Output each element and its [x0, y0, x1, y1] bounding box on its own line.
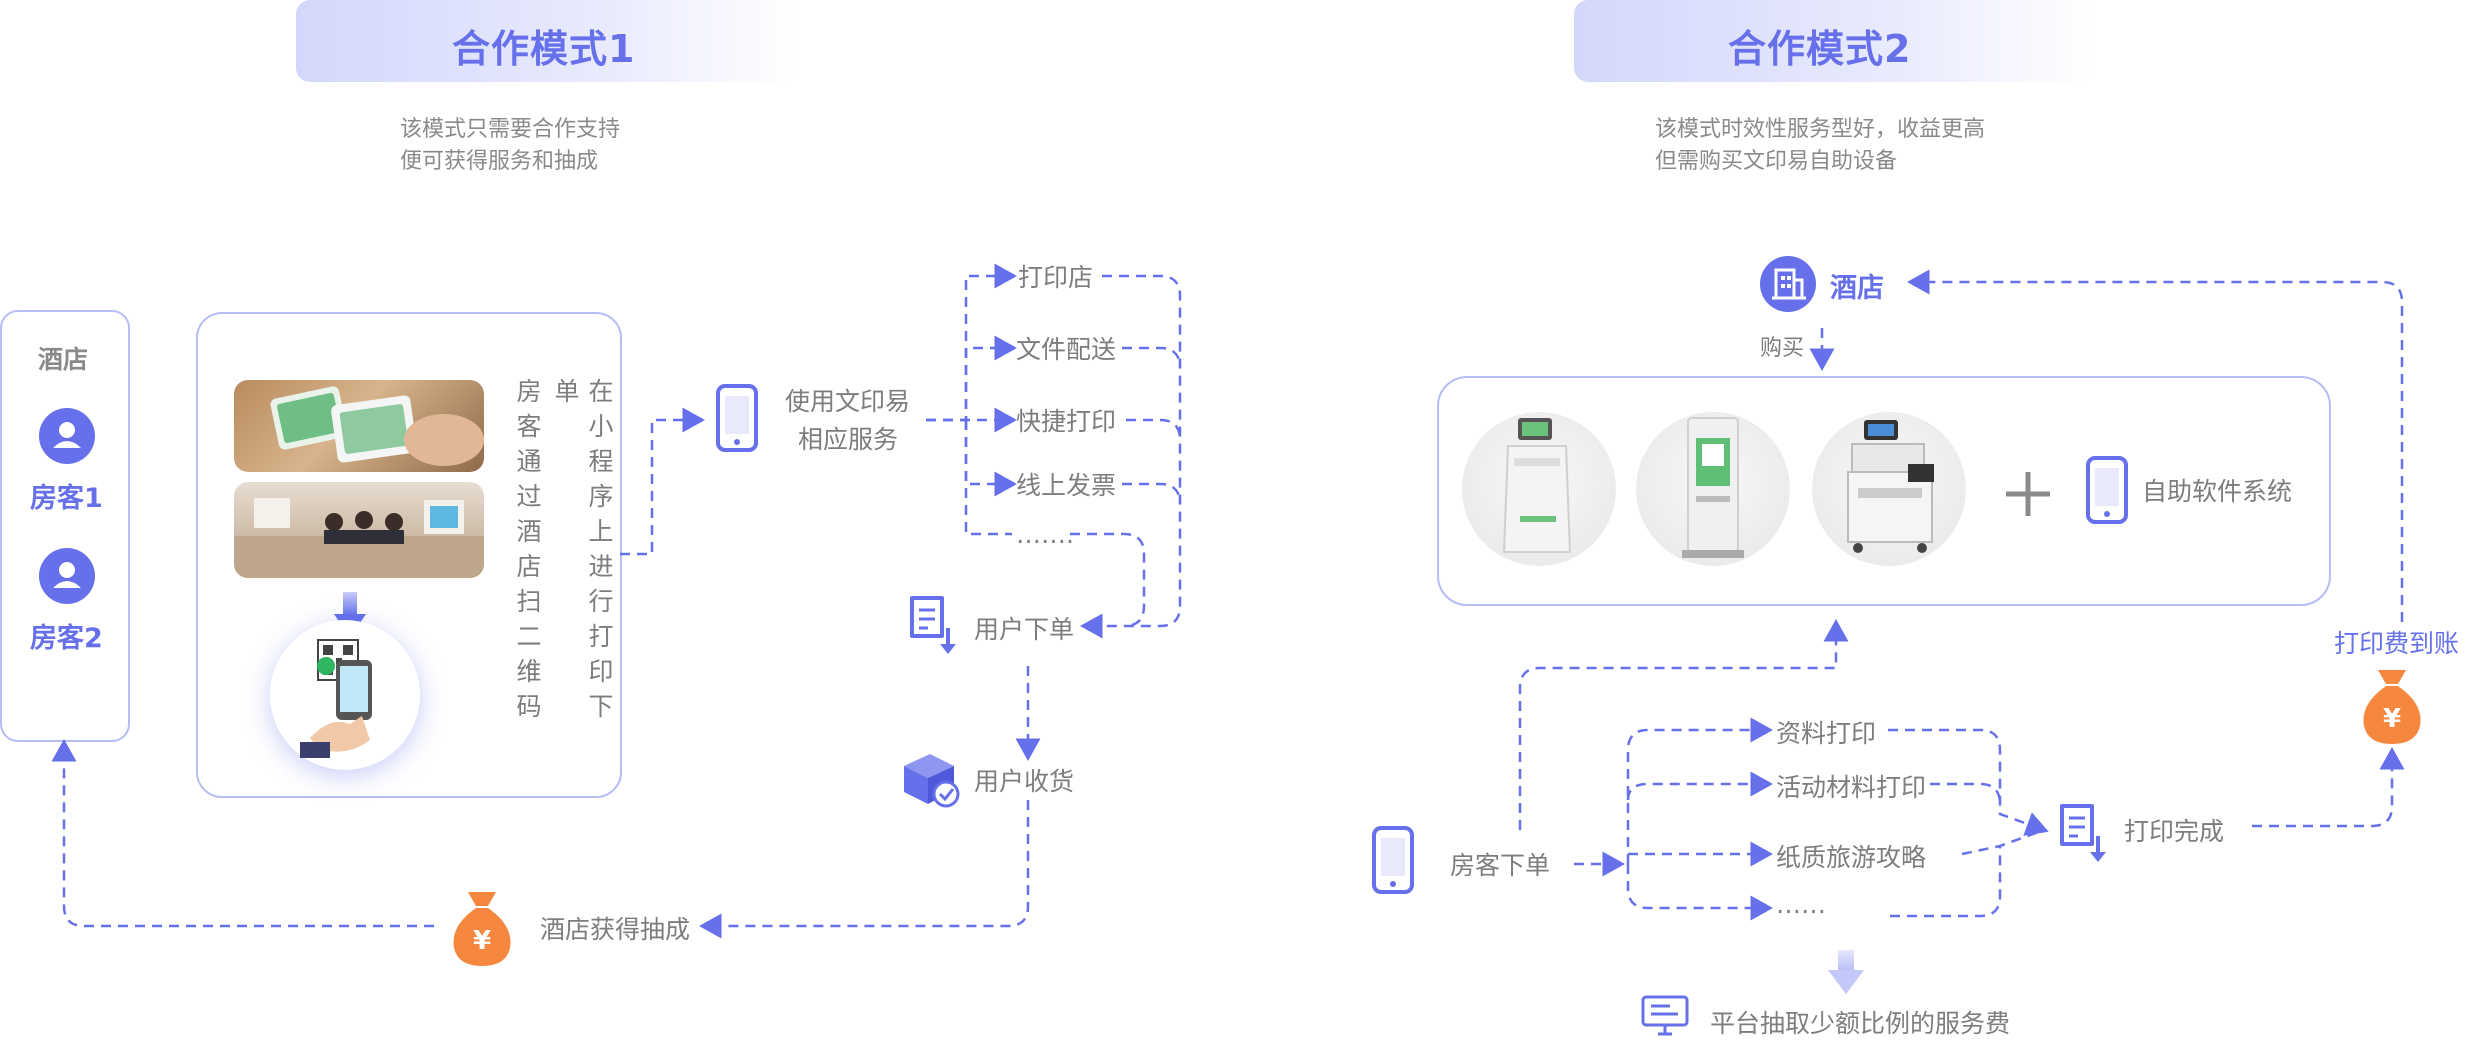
fee-money-bag-icon: ¥	[2356, 664, 2428, 748]
use-service-line1: 使用文印易	[785, 387, 911, 416]
kiosk-device-3-icon	[1812, 412, 1966, 566]
print-done-document-icon	[2056, 802, 2108, 864]
hotel-label: 酒店	[38, 345, 89, 374]
flow-merge-print-shop	[1080, 274, 1182, 639]
guest1-avatar-icon	[39, 408, 95, 464]
guest2-avatar-icon	[39, 548, 95, 604]
plus-icon	[2002, 468, 2054, 520]
svg-text:¥: ¥	[473, 926, 491, 956]
phone-scan-photo	[234, 380, 484, 472]
service-travel-guide: 纸质旅游攻略	[1776, 843, 1927, 872]
hotel-name-label: 酒店	[1830, 273, 1884, 304]
mode2-desc-line2: 但需购买文印易自助设备	[1655, 149, 1898, 174]
phone-icon	[716, 384, 758, 452]
print-done-label: 打印完成	[2124, 817, 2225, 846]
mode2-desc-line1: 该模式时效性服务型好，收益更高	[1655, 117, 1986, 142]
mode1-banner	[296, 0, 796, 82]
service-file-delivery: 文件配送	[1016, 335, 1117, 364]
scan-qr-icon	[270, 620, 420, 770]
flow-fee-to-hotel	[1907, 269, 2404, 622]
guest-phone-icon	[1372, 826, 1414, 894]
flow-guest-to-device	[1518, 619, 1849, 830]
flow-branch-more	[964, 420, 1012, 536]
flow-merge-guide	[1961, 828, 2045, 856]
hotel-building-icon	[1760, 256, 1816, 312]
buy-label: 购买	[1760, 336, 1805, 361]
service-online-invoice: 线上发票	[1016, 471, 1117, 500]
software-system-label: 自助软件系统	[2142, 477, 2293, 506]
flow-merge-more	[1070, 532, 1146, 628]
scan-instruction-col2: 在小程序上进行打印下单	[551, 378, 614, 728]
svg-text:¥: ¥	[2383, 704, 2401, 734]
service-print-shop: 打印店	[1018, 263, 1094, 292]
flow-commission-to-hotel	[51, 739, 434, 928]
mode2-banner	[1574, 0, 2094, 82]
guest2-label: 房客2	[30, 623, 103, 654]
flow-merge-invoice	[1122, 482, 1182, 505]
flow-merge-event	[1930, 782, 2002, 805]
flow-done-to-fee	[2252, 747, 2405, 828]
software-phone-icon	[2086, 456, 2128, 524]
hotel-commission-label: 酒店获得抽成	[540, 915, 691, 944]
mode1-desc-line1: 该模式只需要合作支持	[400, 117, 621, 142]
service-more-2: ……	[1776, 890, 1826, 919]
flow-branch-invoice	[964, 420, 1017, 497]
hotel-lobby-photo	[234, 482, 484, 578]
mode2-title: 合作模式2	[1728, 27, 1912, 71]
use-service-line2: 相应服务	[798, 425, 899, 454]
parcel-box-icon	[900, 748, 962, 808]
flow-merge-delivery	[1122, 346, 1182, 369]
monitor-icon	[1640, 994, 1690, 1038]
service-event-print: 活动材料打印	[1776, 773, 1927, 802]
kiosk-device-1-icon	[1462, 412, 1616, 566]
platform-fee-label: 平台抽取少额比例的服务费	[1710, 1009, 2011, 1038]
flow-branch-more2	[1626, 864, 1773, 921]
flow-merge-quick	[1126, 418, 1182, 441]
kiosk-device-2-icon	[1636, 412, 1790, 566]
order-document-icon	[906, 594, 958, 656]
hotel-guests-box	[0, 310, 130, 742]
service-quick-print: 快捷打印	[1016, 407, 1117, 436]
guest1-label: 房客1	[30, 483, 103, 514]
flow-merge-more2	[1890, 846, 2002, 918]
user-order-label: 用户下单	[974, 615, 1075, 644]
mode1-desc-line2: 便可获得服务和抽成	[400, 149, 599, 174]
flow-receive-to-commission	[699, 800, 1030, 939]
service-material-print: 资料打印	[1776, 719, 1877, 748]
flow-branch-event	[1626, 771, 1773, 801]
service-more: …….	[1016, 520, 1074, 549]
mode1-title: 合作模式1	[452, 27, 636, 71]
flow-branch-material	[1626, 717, 1773, 864]
user-receive-label: 用户收货	[974, 767, 1075, 796]
money-bag-icon: ¥	[446, 886, 518, 970]
flow-branch-delivery	[926, 335, 1017, 422]
guest-order-label: 房客下单	[1450, 851, 1551, 880]
flow-scan-to-phone	[620, 407, 705, 556]
print-fee-label: 打印费到账	[2334, 629, 2460, 658]
platform-down-arrow-icon	[1828, 950, 1864, 994]
flow-merge-material	[1888, 728, 2049, 836]
scan-instruction-col1: 房客通过酒店扫二维码	[513, 378, 542, 728]
